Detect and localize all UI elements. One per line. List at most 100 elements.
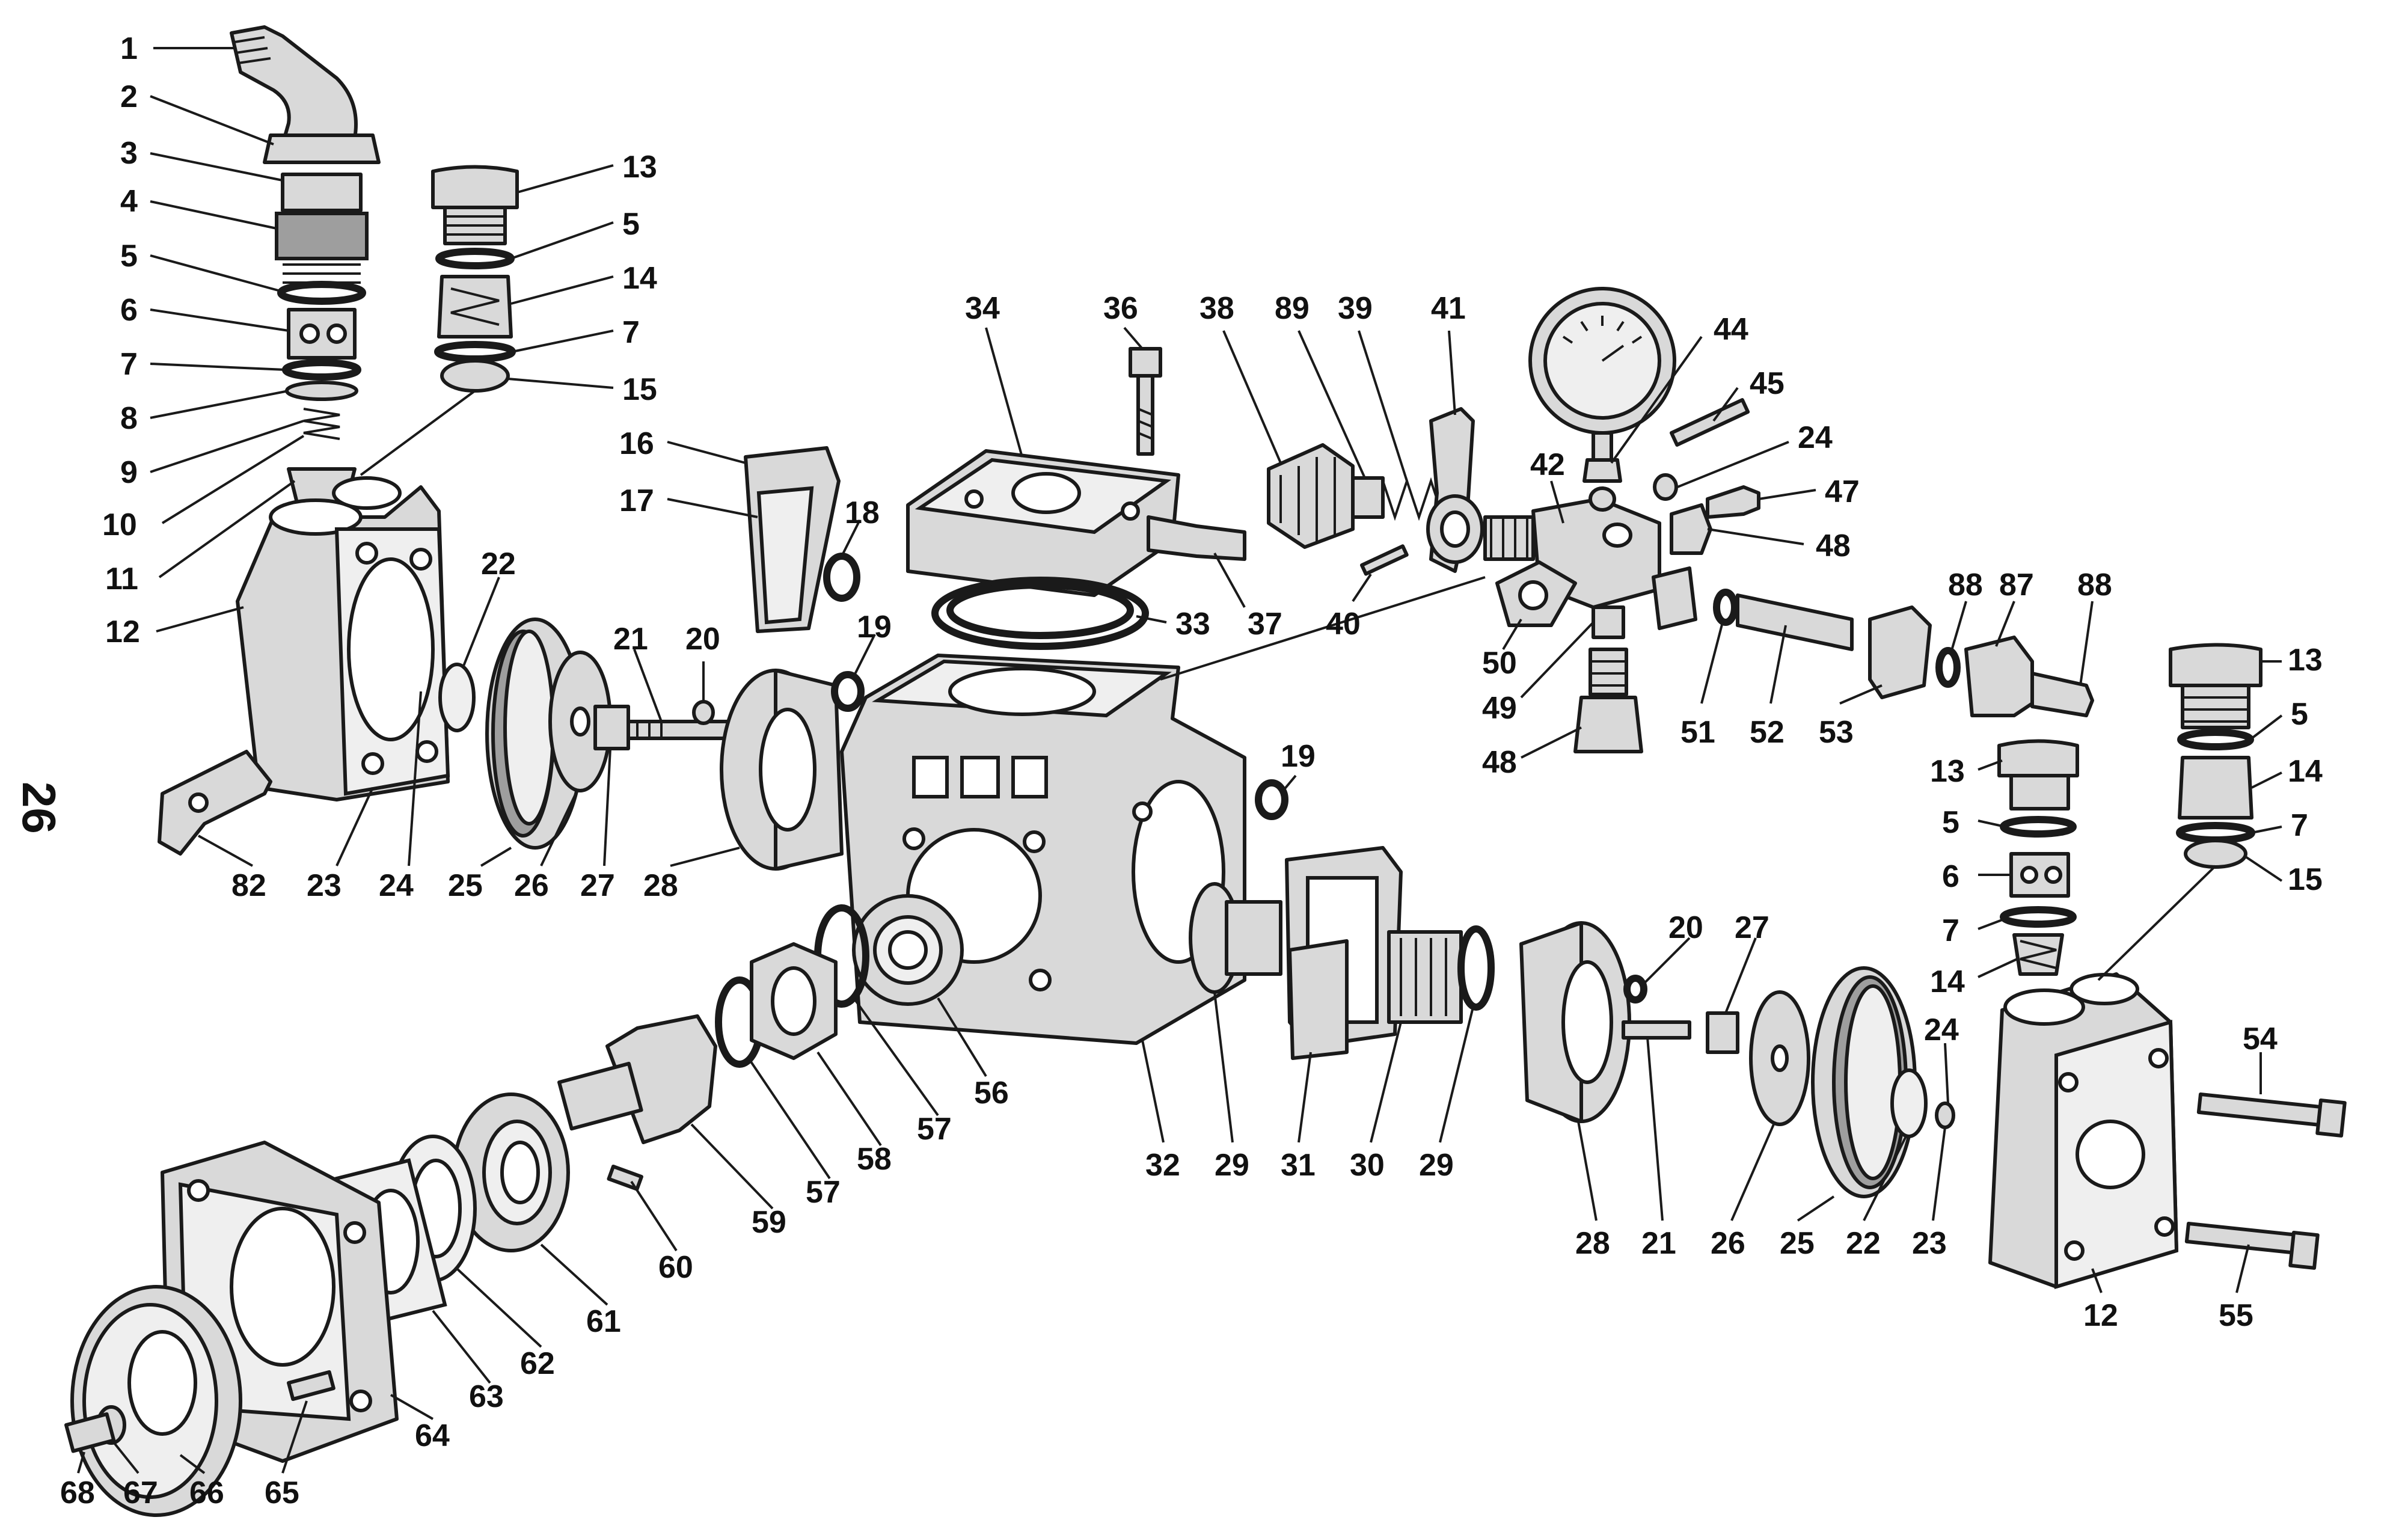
callout: 29 xyxy=(1419,1148,1454,1183)
o-ring-7b xyxy=(434,341,516,363)
leader-14c xyxy=(1978,958,2018,978)
leader-5b xyxy=(510,221,614,260)
leader-9 xyxy=(150,420,304,473)
leader-44 xyxy=(1610,336,1703,464)
leader-lines xyxy=(77,47,2283,1474)
seat-15b xyxy=(2184,839,2247,869)
valve-14b xyxy=(2178,756,2253,820)
callout: 23 xyxy=(1912,1226,1947,1261)
flange-bolt-3 xyxy=(361,752,384,775)
gauge-ticks xyxy=(1562,316,1643,344)
leader-37 xyxy=(1213,553,1246,608)
callout: 49 xyxy=(1482,691,1517,726)
callout: 24 xyxy=(379,868,414,903)
leader-23 xyxy=(335,787,374,866)
leader-15-link xyxy=(360,390,476,476)
washer-22 xyxy=(438,663,476,732)
lever-41-hole xyxy=(1440,510,1470,548)
leader-19 xyxy=(853,634,876,677)
callout: 4 xyxy=(120,184,138,219)
leader-58 xyxy=(816,1051,882,1147)
fitting-49-lines xyxy=(1590,660,1626,687)
callout: 2 xyxy=(120,79,138,114)
gasket-33-inner xyxy=(946,581,1134,639)
leader-21 xyxy=(633,649,663,722)
leader-31 xyxy=(1297,1052,1312,1143)
housing-12b-center xyxy=(2076,1120,2145,1189)
leader-38 xyxy=(1222,330,1282,464)
callout: 12 xyxy=(105,614,140,649)
crankcase-window-2 xyxy=(960,756,1000,798)
leader-29 xyxy=(1213,991,1234,1143)
callout: 56 xyxy=(974,1076,1009,1111)
eccentric-ribs xyxy=(1400,938,1447,1016)
washer-22b xyxy=(1890,1068,1928,1138)
leader-63 xyxy=(432,1310,491,1384)
housing-12b-top-bore xyxy=(2003,988,2085,1026)
callout: 24 xyxy=(1798,420,1833,455)
callout: 13 xyxy=(1930,754,1965,789)
leader-5c xyxy=(2250,714,2283,740)
o-ring-5b xyxy=(435,248,515,269)
o-ring-19b xyxy=(1255,779,1288,820)
callout: 25 xyxy=(1780,1226,1815,1261)
callout: 32 xyxy=(1145,1148,1180,1183)
callout: 60 xyxy=(658,1250,693,1285)
crankcase-bolt-1 xyxy=(902,827,925,850)
leader-crank-link xyxy=(1160,576,1486,681)
hose-barb-ridges xyxy=(234,36,271,64)
bolt-36-thread xyxy=(1138,408,1153,440)
callout: 15 xyxy=(2288,862,2323,897)
pin-40 xyxy=(1360,544,1409,576)
flange-bolt-1 xyxy=(355,542,378,565)
callout: 31 xyxy=(1281,1148,1316,1183)
callout: 21 xyxy=(613,622,648,657)
callout: 37 xyxy=(1248,607,1282,642)
yoke-strap xyxy=(1288,939,1349,1060)
cylinder-28b-body xyxy=(1519,921,1583,1123)
far-right-valve xyxy=(2169,643,2262,869)
callout: 82 xyxy=(231,868,266,903)
spring-39 xyxy=(1382,477,1444,521)
o-ring-7c xyxy=(2176,822,2255,844)
leader-62 xyxy=(456,1267,542,1348)
cap-13c-thread xyxy=(2009,774,2070,810)
leader-17 xyxy=(667,498,758,518)
o-ring-88 xyxy=(1935,647,1961,688)
diaphragm-face xyxy=(503,630,555,826)
washer-8 xyxy=(285,381,358,401)
leader-59 xyxy=(690,1123,774,1210)
leader-24 xyxy=(408,691,422,866)
right-diaphragm-stack xyxy=(1519,921,1955,1198)
leader-18 xyxy=(841,519,861,557)
o-ring-5c xyxy=(2177,729,2254,750)
bolt-55-shank xyxy=(2184,1222,2299,1255)
nut-23b xyxy=(1935,1102,1955,1129)
callout: 62 xyxy=(520,1346,555,1381)
flange-64-bolt-2 xyxy=(343,1221,366,1244)
callout: 22 xyxy=(481,547,516,581)
o-ring-5d xyxy=(2000,816,2077,838)
leader-19b xyxy=(1279,774,1297,795)
callout: 7 xyxy=(2291,808,2308,843)
cylinder-28b-bore xyxy=(1561,960,1613,1084)
leader-56 xyxy=(937,997,987,1077)
callout: 14 xyxy=(622,261,657,296)
manifold-port xyxy=(1602,522,1632,548)
callout: 48 xyxy=(1482,745,1517,780)
callout: 1 xyxy=(120,31,138,66)
hub-66-bore xyxy=(127,1330,197,1436)
leader-12 xyxy=(156,606,244,633)
callout: 59 xyxy=(752,1205,786,1240)
bearing-56-bore xyxy=(888,930,928,970)
right-valve-housing xyxy=(1988,972,2347,1290)
part-89 xyxy=(1351,476,1385,519)
callout: 63 xyxy=(469,1379,504,1414)
upper-check-valve xyxy=(431,165,519,393)
plate-26b-center xyxy=(1771,1044,1789,1072)
callout: 27 xyxy=(580,868,615,903)
callout: 61 xyxy=(586,1304,621,1339)
leader-22 xyxy=(462,577,500,668)
flange-64-bolt-3 xyxy=(349,1390,372,1412)
callout: 13 xyxy=(622,150,657,185)
